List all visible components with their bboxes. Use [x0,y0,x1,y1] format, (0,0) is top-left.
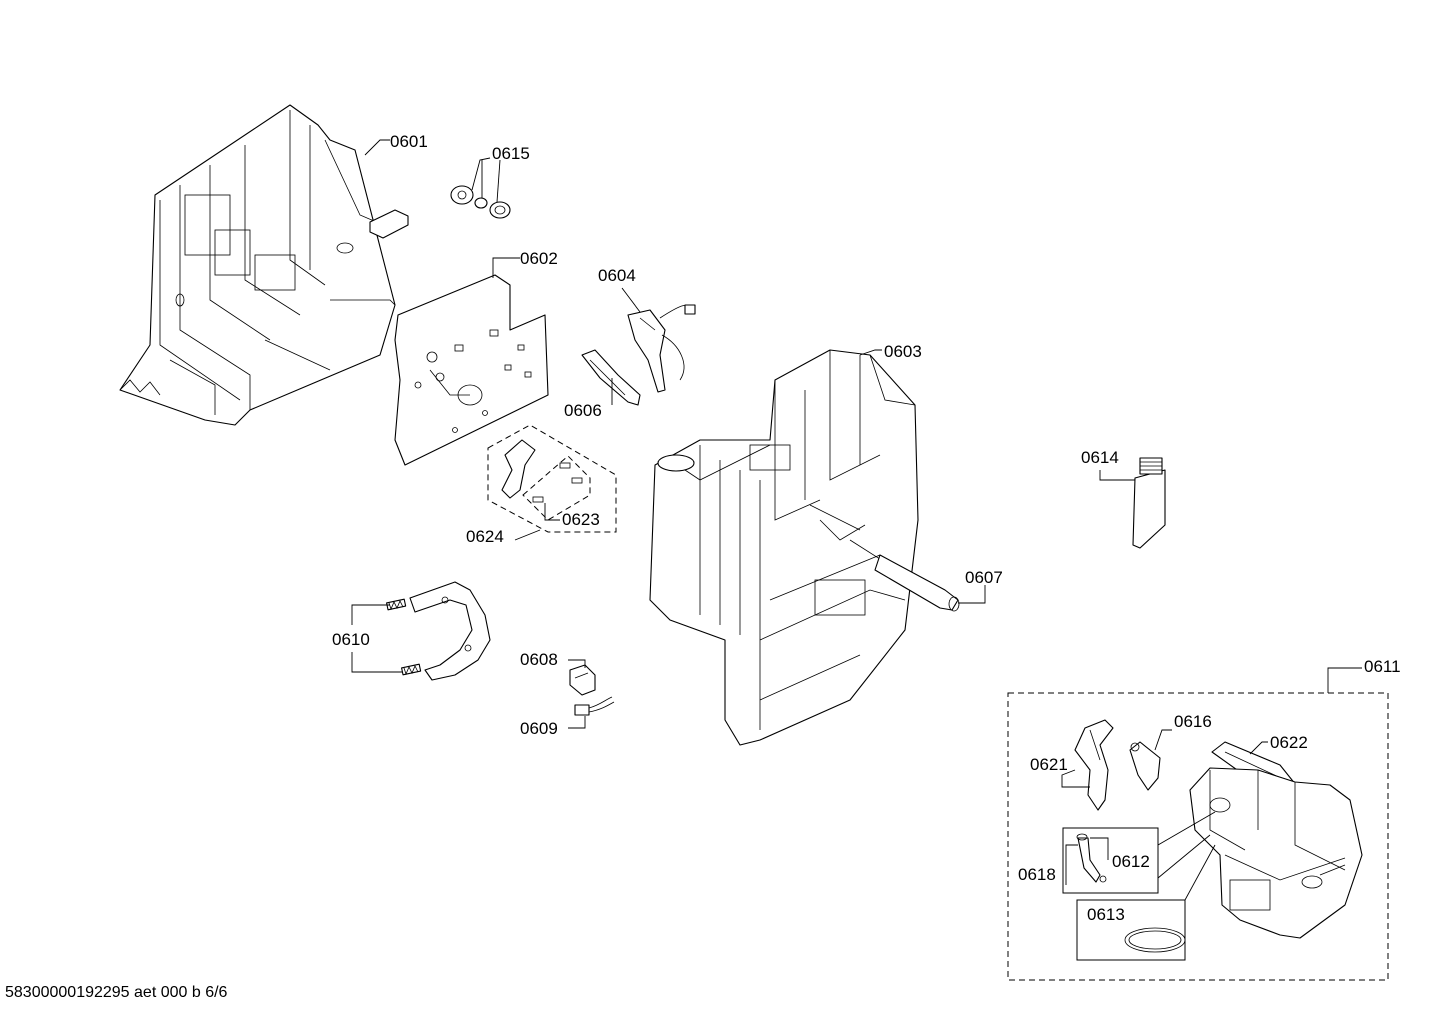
part-0606-lever [581,349,641,406]
callout-0616: 0616 [1174,712,1212,731]
part-0603-main-chassis [649,349,960,746]
part-0610-bracket-springs [386,581,491,681]
part-0608-clip [569,664,596,696]
part-0604-switch-assembly [627,304,696,393]
part-0624-kit-outline [487,424,617,533]
part-0615-knob-set [450,185,511,219]
callout-0602: 0602 [520,249,558,268]
callout-0608: 0608 [520,650,558,669]
callout-0624: 0624 [466,527,504,546]
callout-0612: 0612 [1112,852,1150,871]
callout-0621: 0621 [1030,755,1068,774]
callout-0609: 0609 [520,719,558,738]
callout-0623: 0623 [562,510,600,529]
callout-0614: 0614 [1081,448,1119,467]
callout-0611: 0611 [1364,657,1401,676]
callout-0615: 0615 [492,144,530,163]
part-0609-connector [574,696,615,716]
part-0602-control-board [394,274,549,466]
callout-0610: 0610 [332,630,370,649]
callout-0622: 0622 [1270,733,1308,752]
callout-0618: 0618 [1018,865,1056,884]
callout-0606: 0606 [564,401,602,420]
callout-0613: 0613 [1087,905,1125,924]
callout-0603: 0603 [884,342,922,361]
document-id: 58300000192295 aet 000 b 6/6 [5,984,228,1001]
callout-0607: 0607 [965,568,1003,587]
part-0611-brew-unit-kit [1007,667,1389,981]
callout-0601: 0601 [390,132,428,151]
part-0614-grease-tube [1132,457,1166,549]
callout-0604: 0604 [598,266,636,285]
part-0601-frame [119,104,409,426]
